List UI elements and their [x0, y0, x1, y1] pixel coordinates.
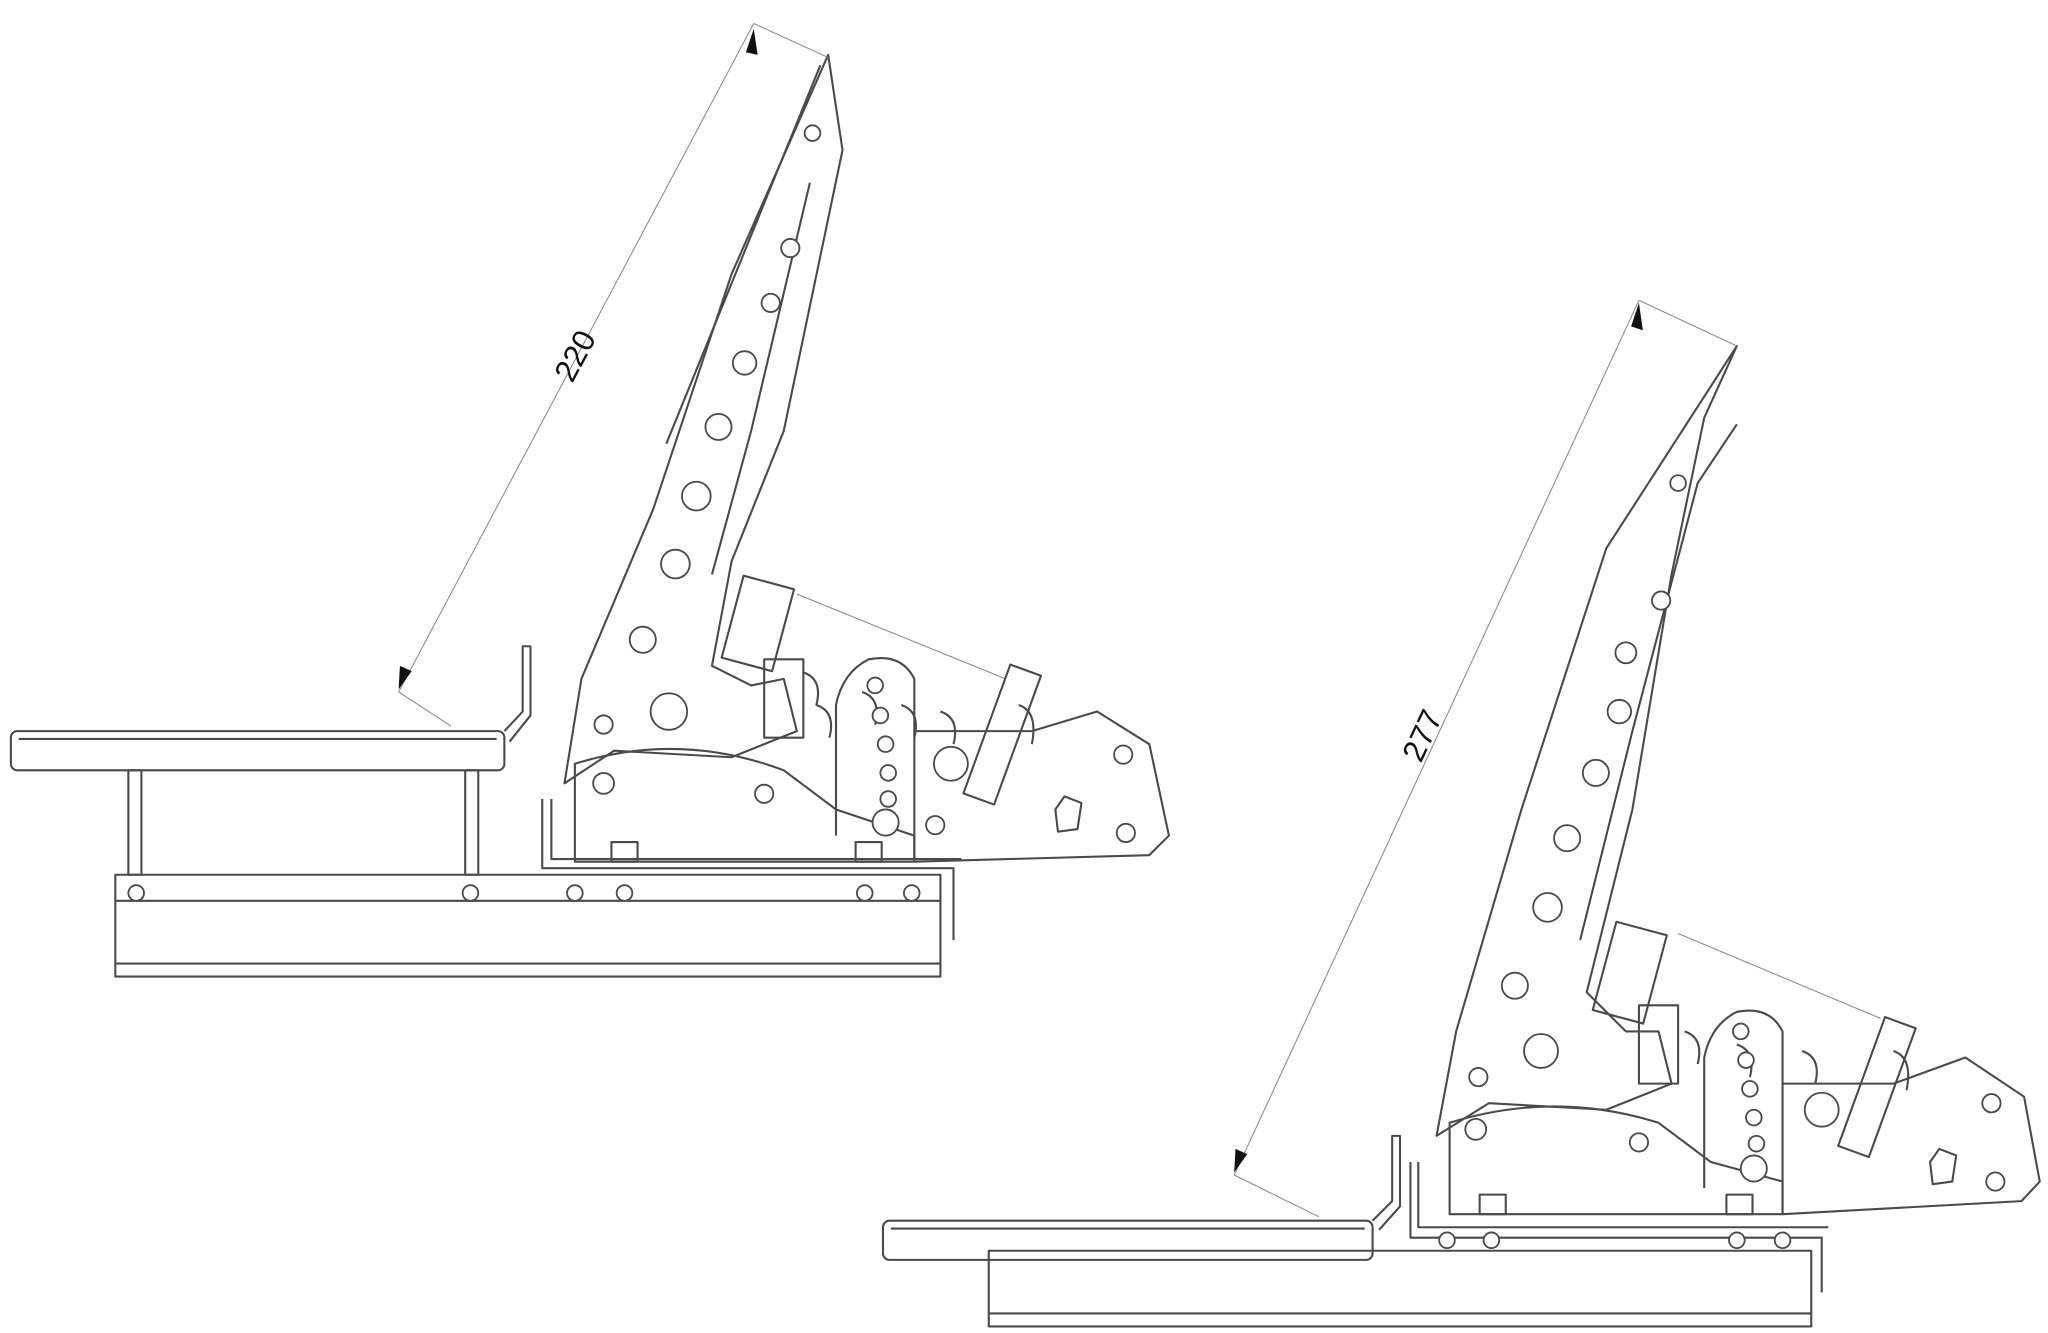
- dimension-label-220: 220: [548, 325, 603, 388]
- footrest: [9, 645, 532, 876]
- pedal-mount: [573, 657, 1170, 863]
- base-rail: [114, 799, 962, 978]
- base-rail: [987, 1161, 1829, 1328]
- spring-damper: [1591, 920, 2006, 1192]
- spring-damper: [720, 574, 1136, 844]
- pedal-arm: [563, 53, 844, 804]
- dimension-label-277: 277: [1396, 705, 1450, 767]
- pedal-assembly-right: 277: [881, 299, 2041, 1328]
- bolts: [1438, 1231, 1792, 1250]
- bolts: [127, 884, 921, 902]
- pedal-assembly-left: 220: [9, 23, 1170, 978]
- footrest: [881, 1134, 1402, 1261]
- pedal-arm: [1435, 344, 1738, 1153]
